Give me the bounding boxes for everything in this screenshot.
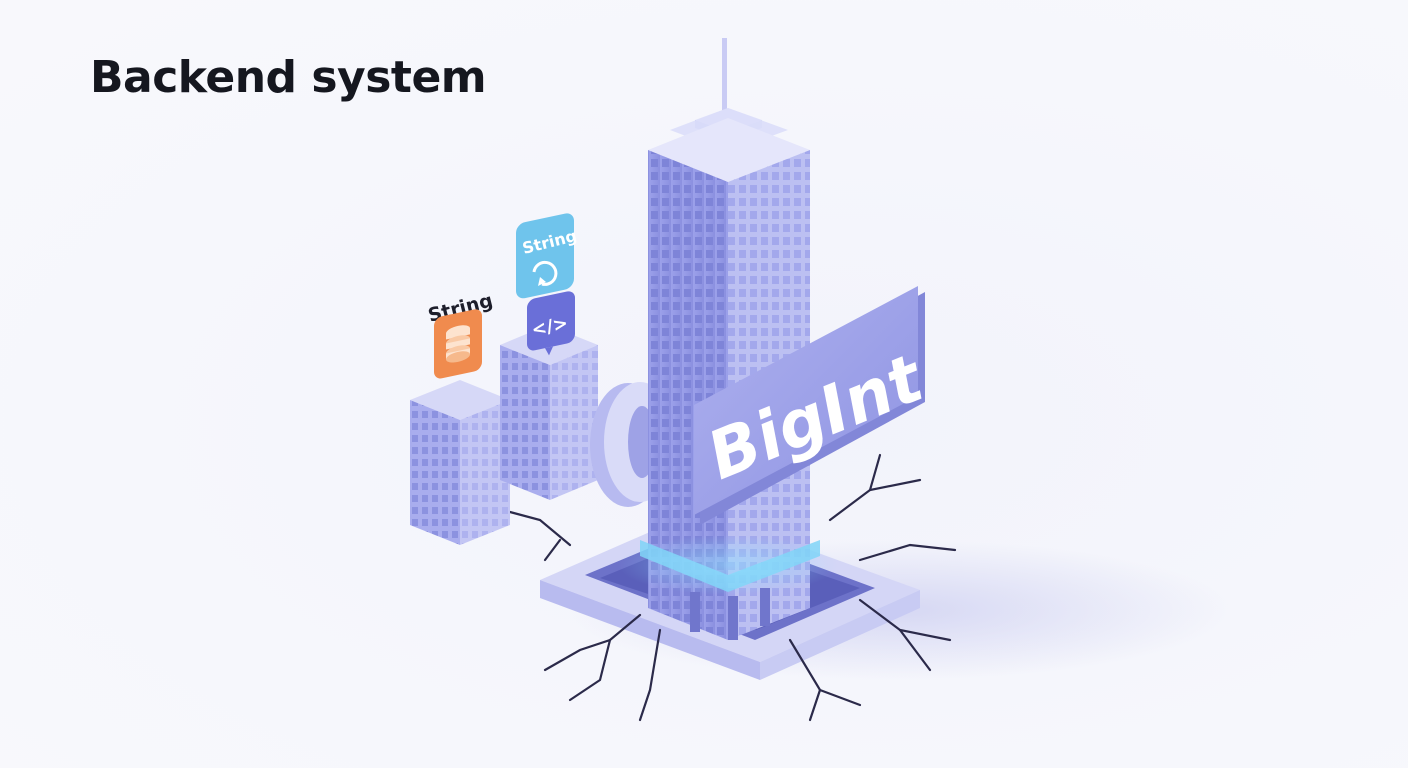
- main-tower: [618, 38, 838, 640]
- left-tag-group: String: [426, 290, 495, 379]
- ground-cracks: [508, 453, 957, 722]
- string-refresh-badge: [516, 213, 574, 299]
- refresh-icon: [532, 260, 558, 286]
- page-title: Backend system: [90, 52, 487, 103]
- database-stack-icon: [434, 309, 482, 379]
- middle-tag-group: String </>: [516, 213, 579, 356]
- building-left: [410, 380, 510, 545]
- building-middle: [500, 325, 598, 500]
- code-icon: [527, 291, 575, 356]
